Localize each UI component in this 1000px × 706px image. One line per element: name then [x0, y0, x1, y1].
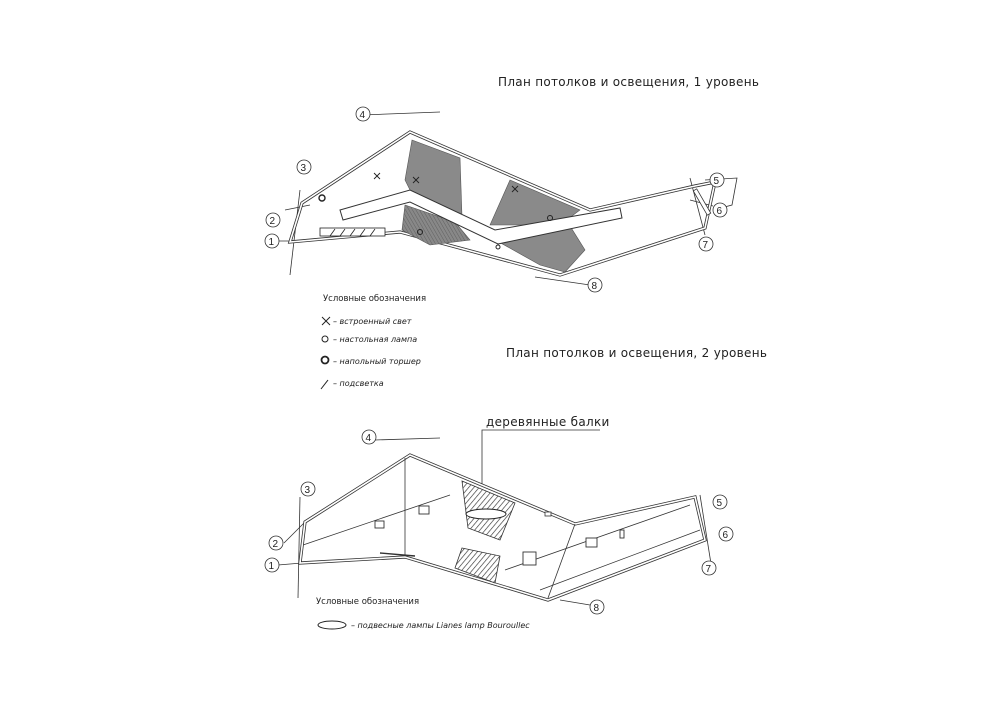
legend-level-1: Условные обозначения – встроенный свет –… [320, 294, 426, 390]
axis-label: 1 [269, 237, 275, 248]
axis-label: 7 [703, 240, 709, 251]
axis-label: 8 [594, 603, 600, 614]
floor-lamp-icon [320, 355, 330, 365]
plan-2-title: План потолков и освещения, 2 уровень [506, 346, 767, 360]
level-1-axis-bubbles: 1 2 3 4 5 6 7 8 [264, 106, 728, 293]
backlight-icon [320, 379, 329, 390]
axis-label: 4 [366, 433, 372, 444]
backlight-row [319, 227, 386, 237]
legend-level-2: Условные обозначения – подвесные лампы L… [316, 597, 530, 630]
plan-level-2: План потолков и освещения, 2 уровень дер… [264, 346, 767, 630]
level-2-axis-bubbles: 1 2 3 4 5 6 7 8 [264, 429, 734, 615]
recessed-light-icon [373, 172, 519, 193]
legend-title: Условные обозначения [323, 294, 426, 304]
legend-label: – встроенный свет [333, 317, 412, 326]
plan-level-1: План потолков и освещения, 1 уровень [264, 75, 759, 390]
axis-label: 7 [706, 564, 712, 575]
table-lamp-icon [417, 229, 423, 235]
legend-label: – подсветка [333, 379, 384, 388]
axis-label: 1 [269, 561, 275, 572]
level-1-fixtures [318, 172, 712, 250]
axis-label: 3 [305, 485, 311, 496]
legend-label: – напольный торшер [333, 357, 421, 366]
level-2-walls [298, 453, 707, 602]
axis-label: 6 [717, 206, 723, 217]
table-lamp-icon [547, 215, 553, 221]
recessed-light-icon [321, 316, 331, 326]
legend-label: – подвесные лампы Lianes lamp Bouroullec [351, 621, 530, 630]
axis-label: 8 [592, 281, 598, 292]
axis-label: 5 [717, 498, 723, 509]
floor-lamp-icon [318, 194, 326, 202]
table-lamp-icon [321, 335, 329, 343]
axis-label: 2 [273, 539, 279, 550]
pendant-lamp-icon [465, 508, 507, 520]
pendant-lamp-icon [317, 620, 347, 630]
table-lamp-icon [495, 244, 501, 250]
level-1-beam [339, 189, 623, 245]
beams-label: деревянные балки [486, 415, 610, 429]
axis-label: 3 [301, 163, 307, 174]
axis-label: 2 [270, 216, 276, 227]
axis-label: 4 [360, 110, 366, 121]
plan-1-title: План потолков и освещения, 1 уровень [498, 75, 759, 89]
level-2-fixtures [374, 505, 625, 566]
axis-label: 5 [714, 176, 720, 187]
axis-label: 6 [723, 530, 729, 541]
legend-label: – настольная лампа [333, 335, 417, 344]
legend-title: Условные обозначения [316, 597, 419, 607]
